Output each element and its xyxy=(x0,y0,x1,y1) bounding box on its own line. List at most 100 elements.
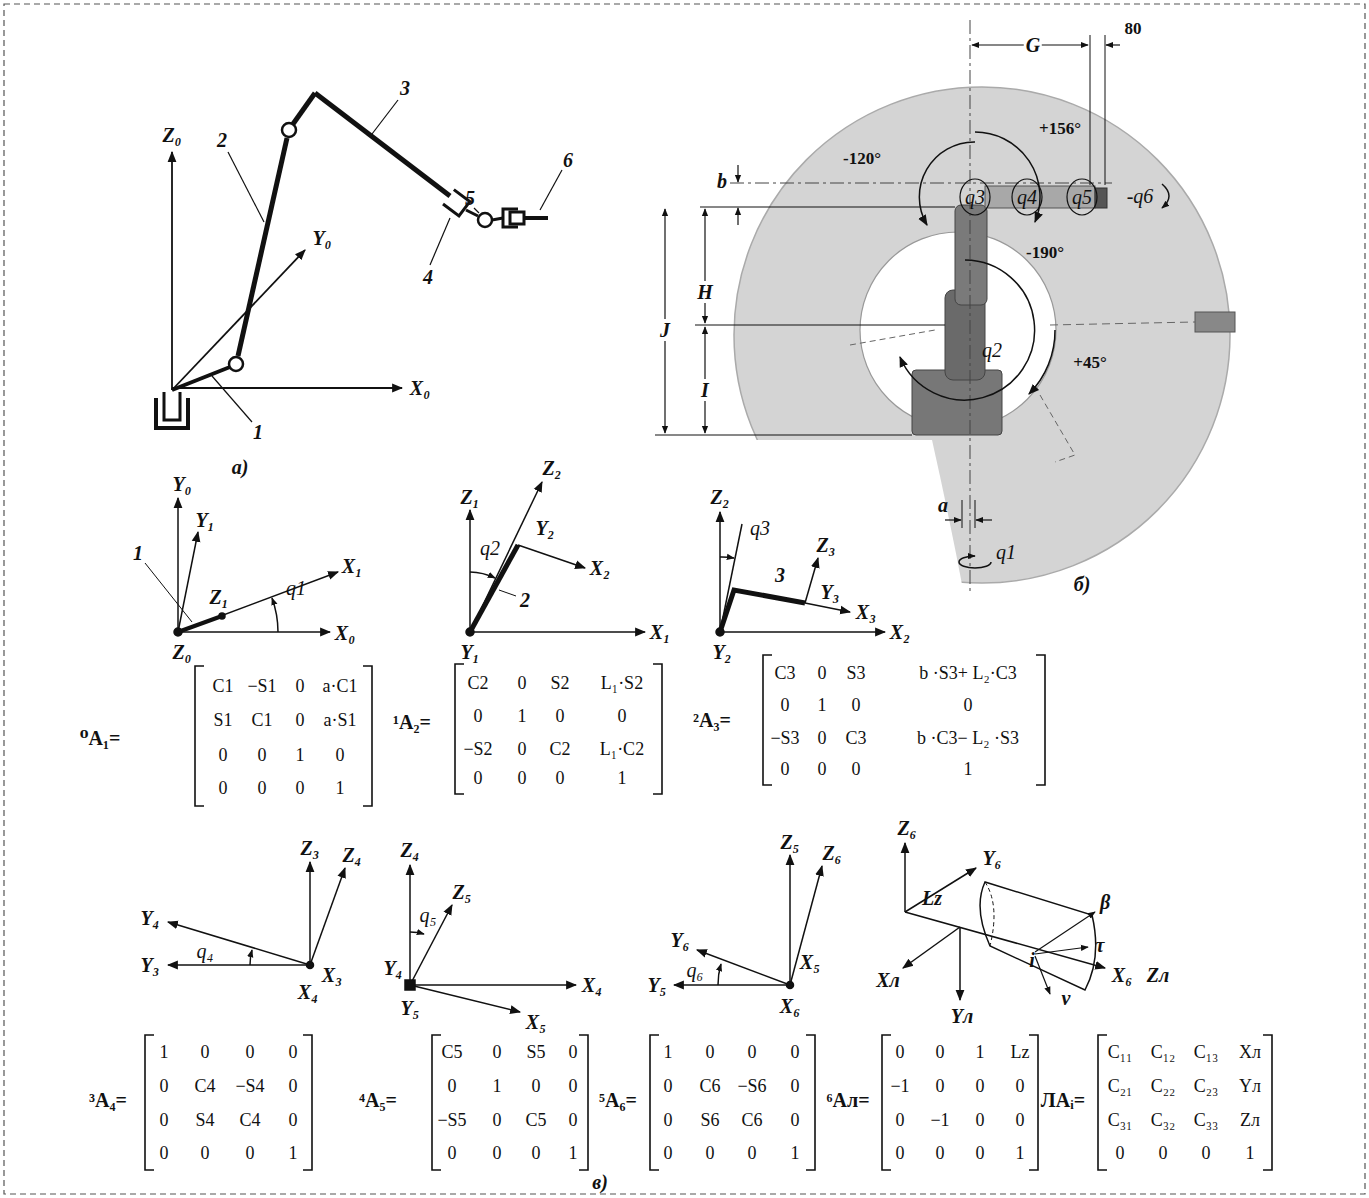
matrix-cell: 0 xyxy=(1016,1077,1025,1095)
matrix-cell: C₃₃ xyxy=(1194,1111,1219,1129)
matrix-cell: 0 xyxy=(976,1111,985,1129)
matrix-cell: S3 xyxy=(846,664,865,682)
matrix-cell: 0 xyxy=(748,1043,757,1061)
matrix-cell: C6 xyxy=(699,1077,720,1095)
matrix-cell: 0 xyxy=(448,1077,457,1095)
axis-label: Z₂ xyxy=(710,487,729,507)
matrix-name: ²A₃= xyxy=(693,710,731,730)
workspace-view xyxy=(1090,35,1091,185)
matrix-cell: a·C1 xyxy=(323,677,358,695)
matrix-cell: C₃₂ xyxy=(1151,1111,1176,1129)
matrix-cell: Lz xyxy=(1011,1043,1030,1061)
axis-label: Y₃ xyxy=(140,955,159,975)
matrix-cell: C₁₂ xyxy=(1151,1043,1176,1061)
frame-axes xyxy=(790,866,822,985)
axis-label: в) xyxy=(592,1172,608,1192)
axis-label: +156° xyxy=(1039,120,1081,137)
matrix-cell: Xл xyxy=(1239,1043,1261,1061)
workspace-view xyxy=(1106,44,1120,45)
axis-label: X₁ xyxy=(650,622,670,642)
matrix-cell: C₂₂ xyxy=(1151,1077,1176,1095)
matrix-cell: 1 xyxy=(791,1144,800,1162)
workspace-view xyxy=(1050,322,1195,325)
kinematic-scheme xyxy=(510,212,524,224)
matrix-cell: 0 xyxy=(160,1144,169,1162)
matrix-cell: −1 xyxy=(890,1077,909,1095)
kinematic-scheme xyxy=(228,152,264,222)
matrix-cell: C6 xyxy=(741,1111,762,1129)
axis-label: -q6 xyxy=(1127,186,1154,206)
matrix-cell: 0 xyxy=(201,1144,210,1162)
axis-label: β xyxy=(1100,892,1110,912)
matrix-cell: C3 xyxy=(845,729,866,747)
axis-label: 1 xyxy=(253,422,263,442)
axis-label: Z₅ xyxy=(780,832,799,852)
axis-label: q1 xyxy=(286,578,306,598)
matrix-name: ³A₄= xyxy=(89,1090,127,1110)
workspace-view xyxy=(900,260,1035,400)
axis-label: Z₂ xyxy=(542,458,561,478)
axis-label: X₆ xyxy=(1112,965,1132,985)
axis-label: X₂ xyxy=(890,622,910,642)
matrix-cell: a·S1 xyxy=(324,711,357,729)
matrix-cell: 0 xyxy=(569,1077,578,1095)
kinematic-scheme xyxy=(293,93,315,124)
axis-label: J xyxy=(658,319,672,341)
workspace-view xyxy=(1162,184,1169,208)
frame-axes xyxy=(719,512,721,632)
kinematic-scheme xyxy=(229,357,243,371)
matrix-cell: 0 xyxy=(474,769,483,787)
workspace-view xyxy=(737,208,738,225)
kinematic-scheme xyxy=(212,376,252,422)
axis-label: -120° xyxy=(843,150,881,167)
matrix-cell: 1 xyxy=(160,1043,169,1061)
matrix-cell: 0 xyxy=(246,1043,255,1061)
matrix-cell: C1 xyxy=(251,711,272,729)
axis-label: I xyxy=(699,379,711,401)
matrix-cell: 0 xyxy=(448,1144,457,1162)
frame-axes xyxy=(470,545,518,632)
frame-axes xyxy=(470,482,542,632)
workspace-view xyxy=(955,205,987,305)
matrix-cell: 0 xyxy=(518,674,527,692)
frame-axes xyxy=(720,631,885,633)
frame-axes xyxy=(470,572,495,578)
matrix-cell: 0 xyxy=(532,1144,541,1162)
matrix-cell: L₁·C2 xyxy=(600,740,644,758)
axis-label: Y₁ xyxy=(460,642,479,662)
matrix-cell: −S4 xyxy=(235,1077,264,1095)
axis-label: 4 xyxy=(423,267,433,287)
matrix-cell: 0 xyxy=(518,769,527,787)
matrix-name: ⁰A₁= xyxy=(80,728,121,748)
axis-label: G xyxy=(1024,34,1042,56)
matrix-cell: 0 xyxy=(296,677,305,695)
axis-label: Z₄ xyxy=(342,845,361,865)
matrix-cell: −S1 xyxy=(247,677,276,695)
frame-axes xyxy=(903,927,960,968)
matrix-cell: 0 xyxy=(258,779,267,797)
kinematic-scheme xyxy=(156,398,188,428)
axis-label: q₅ xyxy=(420,905,437,925)
matrix-cell: 0 xyxy=(781,696,790,714)
kinematic-scheme xyxy=(540,170,562,210)
axis-label: Z₆ xyxy=(822,843,841,863)
matrix-bracket xyxy=(195,666,372,806)
matrix-cell: 0 xyxy=(556,707,565,725)
axis-label: Z₃ xyxy=(300,838,319,858)
axis-label: Y₃ xyxy=(820,582,839,602)
matrix-cell: 0 xyxy=(289,1111,298,1129)
matrix-name: ⁴A₅= xyxy=(359,1090,397,1110)
frame-axes xyxy=(410,984,576,986)
axis-label: 2 xyxy=(520,590,530,610)
axis-label: 3 xyxy=(400,78,410,98)
axis-label: X₄ xyxy=(298,982,318,1002)
matrix-cell: 0 xyxy=(964,696,973,714)
matrix-cell: C₂₃ xyxy=(1194,1077,1219,1095)
matrix-cell: 0 xyxy=(896,1043,905,1061)
workspace-view xyxy=(975,132,1040,222)
matrix-cell: S4 xyxy=(195,1111,214,1129)
axis-label: τ xyxy=(1096,935,1105,955)
axis-label: X₃ xyxy=(322,965,342,985)
frame-axes xyxy=(174,628,182,636)
